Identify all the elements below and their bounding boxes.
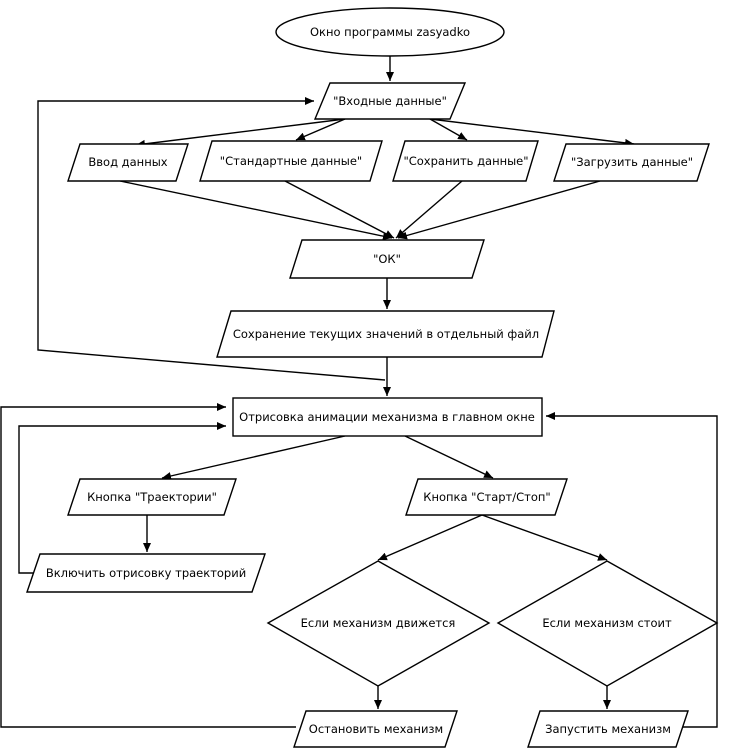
node-save-data-label: "Сохранить данные" [403,154,528,168]
edge-render-startstop [404,435,494,479]
node-load-data-label: "Загрузить данные" [571,155,693,169]
node-if-stopped: Если механизм стоит [496,560,719,687]
node-ok: "ОК" [289,239,485,279]
node-save-current-label: Сохранение текущих значений в отдельный … [233,327,539,341]
edge-save-ok [395,180,463,239]
node-render-animation-label: Отрисовка анимации механизма в главном о… [239,410,535,424]
edge-load-ok [397,180,601,240]
node-start-mechanism: Запустить механизм [527,710,689,748]
edge-enable-render [18,422,226,574]
edge-render-trajectory [161,435,346,480]
edge-enter-ok [119,180,393,241]
node-start: Окно программы zasyadko [275,7,505,57]
edge-input-enter [135,118,346,148]
node-start-stop-button: Кнопка "Старт/Стоп" [405,478,568,516]
node-input-data-label: "Входные данные" [333,94,447,108]
node-start-stop-button-label: Кнопка "Старт/Стоп" [423,490,550,504]
node-start-mechanism-label: Запустить механизм [545,722,671,736]
edge-loop-to-input [37,97,386,381]
node-if-stopped-label: Если механизм стоит [542,616,672,630]
edge-input-standard [295,118,346,141]
node-trajectory-button: Кнопка "Траектории" [67,478,237,516]
edge-startstop-stopped [481,514,608,561]
node-stop-mechanism-label: Остановить механизм [309,722,443,736]
node-start-label: Окно программы zasyadko [310,25,470,39]
edge-stop-render [0,403,296,728]
node-save-current: Сохранение текущих значений в отдельный … [216,310,555,358]
edges [0,56,718,728]
node-input-data: "Входные данные" [313,82,467,120]
node-enable-trajectory: Включить отрисовку траекторий [26,553,266,593]
node-load-data: "Загрузить данные" [553,143,710,182]
node-if-moving-label: Если механизм движется [301,616,456,630]
node-render-animation: Отрисовка анимации механизма в главном о… [232,397,543,437]
node-trajectory-button-label: Кнопка "Траектории" [87,490,217,504]
edge-input-load [429,118,635,147]
node-ok-label: "ОК" [373,252,401,266]
edge-start-render [546,412,718,728]
node-enter-data: Ввод данных [67,143,189,182]
node-save-data: "Сохранить данные" [392,140,539,182]
node-standard-data-label: "Стандартные данные" [220,154,362,168]
node-if-moving: Если механизм движется [266,560,491,687]
node-enable-trajectory-label: Включить отрисовку траекторий [46,566,246,580]
edge-standard-ok [284,180,395,239]
edge-input-save [429,118,468,141]
node-standard-data: "Стандартные данные" [199,140,383,182]
edge-startstop-moving [377,514,483,561]
node-stop-mechanism: Остановить механизм [293,710,458,748]
node-enter-data-label: Ввод данных [88,155,167,169]
